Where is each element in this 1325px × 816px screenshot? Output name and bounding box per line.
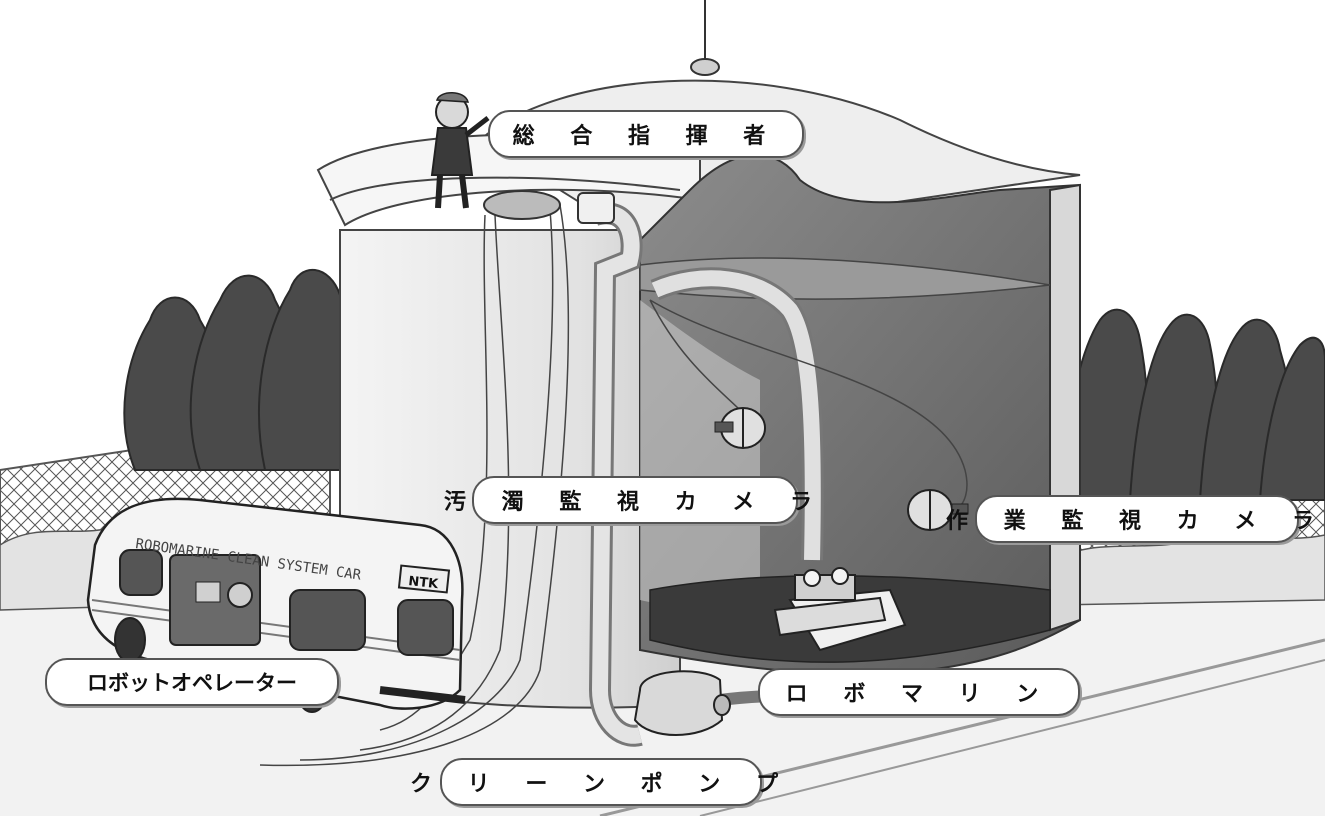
label-clean-pump: ク リ ー ン ポ ン プ [410,758,778,806]
clean-pump-device [633,670,731,736]
robot-operator-van [86,497,466,713]
main-hose-inner [591,205,642,744]
robomarine-robot [773,567,907,652]
work-camera-device [907,489,969,531]
label-robot-operator: ロボットオペレーター [45,658,339,706]
ground-line [699,659,1325,816]
turbidity-camera-device [714,407,766,449]
trees-right [1058,308,1325,501]
label-robomarine: ロ ボ マ リ ン [758,668,1080,716]
manhole [483,190,561,220]
hose-fitting [577,192,615,224]
commander-figure [430,92,490,209]
suction-hose-inner [651,270,821,561]
trees-left [123,269,341,471]
label-work-camera: 作 業 監 視 カ メ ラ [946,495,1314,543]
label-turbidity-camera: 汚 濁 監 視 カ メ ラ [444,476,812,524]
inner-wall-light [640,300,760,605]
wall-section [1049,183,1081,632]
van-logo: NTK [408,574,440,592]
antenna-base [690,58,720,76]
label-commander: 総 合 指 揮 者 [488,110,804,158]
